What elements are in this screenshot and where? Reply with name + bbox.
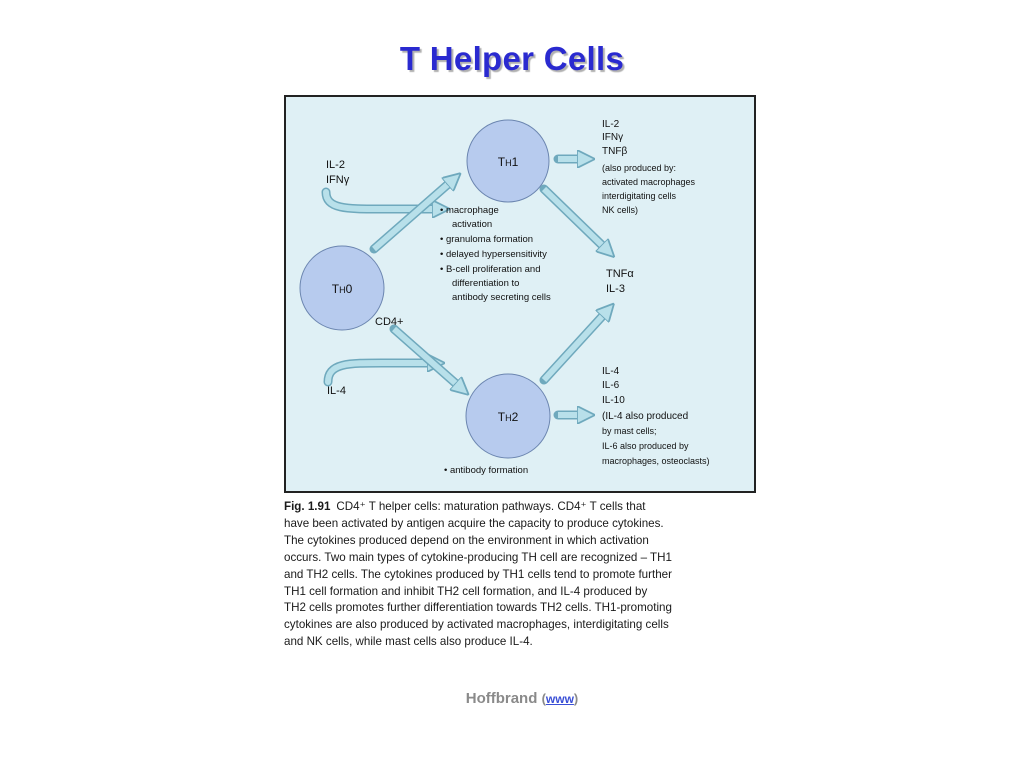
th1-function-line: • macrophage xyxy=(440,205,499,216)
th2-suffix: 2 xyxy=(512,410,519,424)
caption-line: TH1 cell formation and inhibit TH2 cell … xyxy=(284,584,648,598)
th1-functions: • macrophage activation • granuloma form… xyxy=(440,205,551,303)
th0-suffix: 0 xyxy=(346,282,353,296)
cd4-label: CD4+ xyxy=(375,316,403,328)
th2-output-line: IL-6 also produced by xyxy=(602,441,689,451)
th1-function-line: differentiation to xyxy=(452,278,519,289)
caption-line: and TH2 cells. The cytokines produced by… xyxy=(284,567,672,581)
caption-line: occurs. Two main types of cytokine-produ… xyxy=(284,550,672,564)
credit-author: Hoffbrand xyxy=(465,690,538,707)
th1-function-line: antibody secreting cells xyxy=(452,292,551,303)
credit-open-paren: ( xyxy=(541,691,546,706)
input-th2-label: IL-4 xyxy=(327,385,346,397)
th1-output-line: NK cells) xyxy=(602,205,638,215)
th1-output-line: IL-2 xyxy=(602,119,620,130)
th2-main: T xyxy=(498,410,506,424)
arrow-th1-to-tnfa xyxy=(539,184,608,251)
inputs-th1-labels: IL-2 IFNγ xyxy=(326,159,350,186)
input-th1-label: IFNγ xyxy=(326,174,350,186)
th2-output-line: IL-4 xyxy=(602,366,620,377)
diagram-figure: TH1 TH0 TH2 IL-2 IFNγ IL-4 CD4+ IL-2 IFN… xyxy=(284,95,756,493)
figure-label: Fig. 1.91 xyxy=(284,500,331,513)
th1-output-line: interdigitating cells xyxy=(602,191,677,201)
middle-outputs: TNFα IL-3 xyxy=(606,268,634,295)
maturation-diagram: TH1 TH0 TH2 IL-2 IFNγ IL-4 CD4+ IL-2 IFN… xyxy=(299,119,710,476)
svg-text:TH0: TH0 xyxy=(332,282,353,296)
th1-function-line: • B-cell proliferation and xyxy=(440,264,541,275)
th1-function-line: • delayed hypersensitivity xyxy=(440,249,547,260)
th1-output-line: IFNγ xyxy=(602,132,623,143)
svg-text:TH2: TH2 xyxy=(498,410,519,424)
th1-output-line: (also produced by: xyxy=(602,163,676,173)
caption-line: The cytokines produced depend on the env… xyxy=(284,533,649,547)
caption-line: and NK cells, while mast cells also prod… xyxy=(284,635,533,649)
th2-outputs: IL-4 IL-6 IL-10 (IL-4 also produced by m… xyxy=(602,366,710,466)
middle-output-line: TNFα xyxy=(606,268,634,280)
caption-line: Fig. 1.91 CD4⁺ T helper cells: maturation… xyxy=(284,499,764,516)
th2-sub: H xyxy=(505,413,512,423)
caption-line: cytokines are also produced by activated… xyxy=(284,618,669,632)
th2-function-line: • antibody formation xyxy=(444,465,528,476)
th1-sub: H xyxy=(505,158,512,168)
credit-close-paren: ) xyxy=(573,691,579,706)
slide-title: T Helper Cells xyxy=(399,40,625,77)
arrow-th2-to-tnfa xyxy=(539,310,608,385)
caption-text: CD4⁺ T helper cells: maturation pathways… xyxy=(336,500,646,513)
cell-th2: TH2 xyxy=(465,373,551,459)
source-credit: Hoffbrand (www) xyxy=(0,690,1024,707)
arrow-th0-to-th2 xyxy=(389,324,462,389)
caption-line: have been activated by antigen acquire t… xyxy=(284,516,664,530)
middle-output-line: IL-3 xyxy=(606,283,625,295)
th2-output-line: IL-6 xyxy=(602,380,620,391)
th0-sub: H xyxy=(339,285,346,295)
th2-output-line: (IL-4 also produced xyxy=(602,411,688,422)
th1-function-line: activation xyxy=(452,219,492,230)
th1-main: T xyxy=(498,155,506,169)
th0-main: T xyxy=(332,282,340,296)
th1-function-line: • granuloma formation xyxy=(440,234,533,245)
th1-output-line: activated macrophages xyxy=(602,177,696,187)
th2-output-line: macrophages, osteoclasts) xyxy=(602,456,710,466)
th1-outputs: IL-2 IFNγ TNFβ (also produced by: activa… xyxy=(602,119,696,215)
credit-www-link[interactable]: www xyxy=(545,692,574,706)
svg-text:TH1: TH1 xyxy=(498,155,519,169)
caption-line: TH2 cells promotes further differentiati… xyxy=(284,601,672,615)
cell-th1: TH1 xyxy=(466,119,550,203)
th2-output-line: IL-10 xyxy=(602,395,625,406)
input-th1-label: IL-2 xyxy=(326,159,345,171)
th2-output-line: by mast cells; xyxy=(602,426,657,436)
th1-output-line: TNFβ xyxy=(602,146,627,157)
figure-caption: Fig. 1.91 CD4⁺ T helper cells: maturation… xyxy=(284,499,764,651)
cell-th0: TH0 xyxy=(299,245,385,331)
arrow-th0-to-th1 xyxy=(369,179,454,254)
th1-suffix: 1 xyxy=(512,155,519,169)
